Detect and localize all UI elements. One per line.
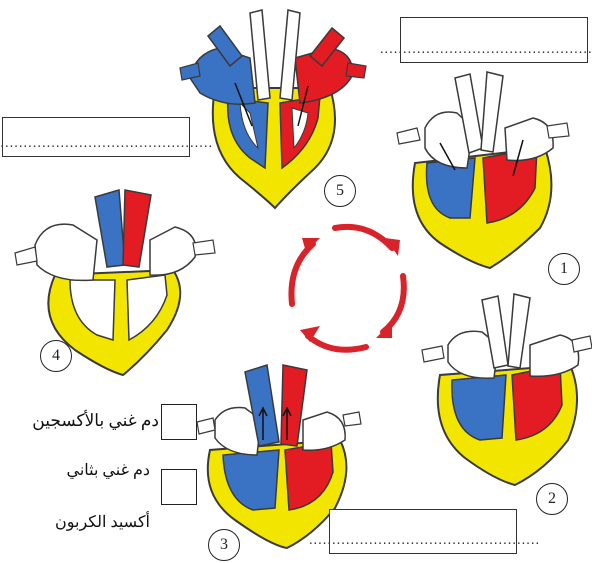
heart-stage-1 [397,72,569,268]
co2-blood-label-line1: دم غني بثاني [5,460,150,480]
co2-blood-label-line2: أكسيد الكربون [5,512,150,532]
cycle-arrow-2 [383,276,404,332]
arrow-head-2 [376,322,392,338]
stage-number-2: 2 [536,483,568,515]
co2-blood-checkbox[interactable] [161,469,197,505]
oxygen-blood-checkbox[interactable] [161,404,197,440]
stage-number-5: 5 [324,175,356,207]
stage-number-3: 3 [208,529,240,561]
heart-stage-2 [422,294,592,485]
cycle-arrow-4 [291,244,313,304]
cycle-arrow-3 [308,336,366,350]
oxygen-blood-label: دم غني بالأكسجين [5,411,159,431]
answer-box-top-right[interactable]: ........................................… [400,17,588,63]
cycle-arrow-1 [335,227,392,248]
answer-box-left[interactable]: ........................................… [2,117,190,157]
stage-number-1: 1 [548,253,580,285]
answer-box-bottom[interactable]: ........................................… [329,509,517,554]
stage-number-4: 4 [40,340,72,372]
